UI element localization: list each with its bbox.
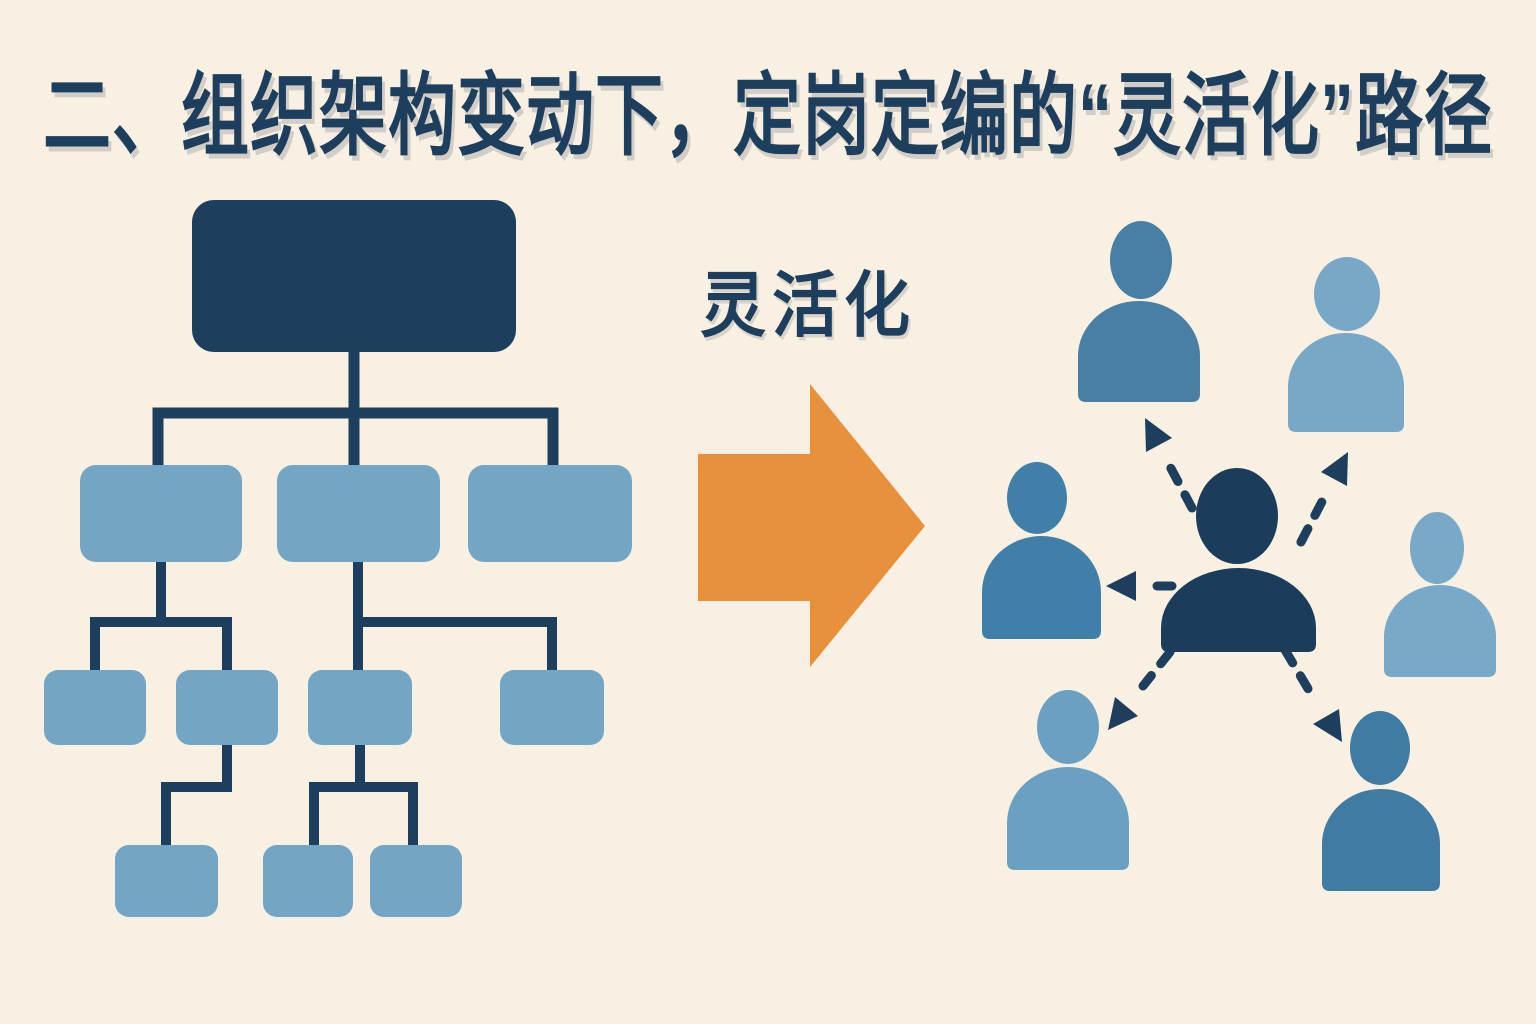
reallocation-arrow-mid-left bbox=[1106, 571, 1177, 601]
person-head bbox=[1314, 257, 1380, 331]
person-icon-bottom-right bbox=[1322, 711, 1440, 891]
person-icon-center bbox=[1161, 468, 1316, 652]
person-body bbox=[1007, 767, 1129, 870]
org-box-level2 bbox=[277, 465, 440, 562]
reallocation-arrow-top-right bbox=[1296, 452, 1348, 547]
dashed-line bbox=[1161, 454, 1197, 513]
org-chart-boxes bbox=[44, 200, 632, 917]
person-head bbox=[1350, 711, 1410, 785]
org-chart-connector bbox=[358, 617, 557, 670]
person-head bbox=[1410, 512, 1464, 584]
reallocation-arrow-top-left bbox=[1145, 418, 1197, 513]
org-box-level4 bbox=[263, 845, 353, 917]
reallocation-arrow-bottom-left bbox=[1108, 647, 1175, 730]
person-head bbox=[1196, 468, 1278, 564]
reallocation-arrow-bottom-right bbox=[1280, 645, 1342, 742]
org-box-level3 bbox=[176, 670, 278, 745]
org-chart bbox=[90, 352, 559, 845]
person-body bbox=[982, 536, 1101, 639]
person-icon-far-right bbox=[1384, 512, 1496, 677]
org-box-level4 bbox=[370, 845, 462, 917]
arrowhead-icon bbox=[1145, 418, 1172, 452]
person-icon-top-right bbox=[1288, 257, 1404, 432]
dashed-line bbox=[1138, 647, 1175, 691]
arrowhead-icon bbox=[1106, 571, 1136, 601]
transform-arrow-icon bbox=[698, 384, 925, 667]
network-people bbox=[982, 221, 1496, 891]
person-body bbox=[1078, 301, 1200, 402]
network-arrows bbox=[1106, 418, 1348, 742]
person-icon-mid-left bbox=[982, 462, 1101, 639]
org-box-level3 bbox=[44, 670, 146, 745]
person-head bbox=[1007, 462, 1067, 534]
arrowhead-icon bbox=[1321, 452, 1348, 486]
person-body bbox=[1288, 333, 1404, 432]
person-head bbox=[1037, 690, 1099, 764]
page-title: 二、组织架构变动下，定岗定编的“灵活化”路径 bbox=[42, 65, 1493, 167]
dashed-line bbox=[1296, 489, 1331, 547]
org-box-level3 bbox=[308, 670, 412, 745]
person-icon-top-left bbox=[1078, 221, 1200, 402]
arrowhead-icon bbox=[1313, 709, 1342, 742]
person-body bbox=[1161, 568, 1316, 652]
org-chart-connector bbox=[90, 617, 232, 670]
dashed-line bbox=[1280, 645, 1315, 697]
person-body bbox=[1384, 585, 1496, 677]
org-box-level2 bbox=[468, 465, 632, 562]
person-head bbox=[1110, 221, 1172, 299]
person-icon-bottom-left bbox=[1007, 690, 1129, 870]
org-box-level2 bbox=[80, 465, 242, 562]
org-box-level3 bbox=[500, 670, 604, 745]
org-chart-connector bbox=[152, 407, 559, 465]
org-chart-connector bbox=[161, 745, 232, 845]
person-body bbox=[1322, 789, 1440, 891]
arrow-label: 灵活化 bbox=[700, 265, 916, 346]
org-box-level4 bbox=[115, 845, 218, 917]
org-root-box bbox=[192, 200, 516, 352]
org-chart-connector bbox=[309, 782, 418, 845]
arrowhead-icon bbox=[1108, 697, 1138, 730]
